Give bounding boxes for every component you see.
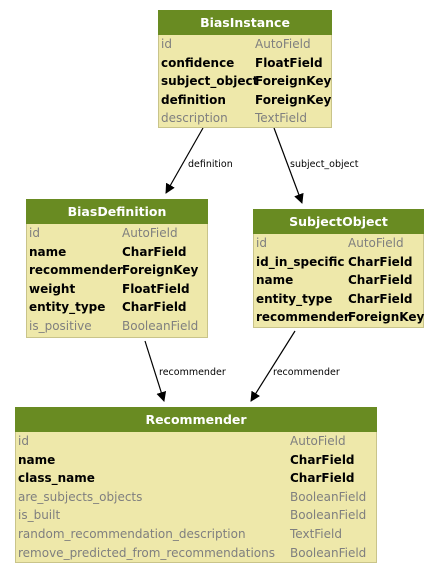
model-title: BiasInstance xyxy=(158,10,332,35)
edge-label-bias-definition-recommender: recommender xyxy=(159,367,226,378)
field-row-description: description TextField xyxy=(159,109,331,128)
field-name: name xyxy=(29,244,67,259)
field-name: is_positive xyxy=(29,318,92,333)
field-name: id_in_specific xyxy=(256,254,345,269)
field-name: random_recommendation_description xyxy=(18,526,246,541)
model-title: SubjectObject xyxy=(253,209,424,234)
field-row-id: id AutoField xyxy=(254,234,423,253)
edge-definition xyxy=(165,127,204,194)
field-name: class_name xyxy=(18,471,95,486)
field-row-entity-type: entity_type CharField xyxy=(27,298,207,317)
field-name: entity_type xyxy=(29,300,106,315)
field-name: name xyxy=(18,452,56,467)
field-row-is-positive: is_positive BooleanField xyxy=(27,317,207,336)
field-type: CharField xyxy=(290,452,355,467)
field-type: CharField xyxy=(348,291,413,306)
field-type: BooleanField xyxy=(122,318,199,333)
field-type: ForeignKey xyxy=(122,263,199,278)
field-type: AutoField xyxy=(348,236,404,250)
edge-label-subject-object-recommender: recommender xyxy=(273,367,340,378)
field-type: AutoField xyxy=(255,37,311,51)
field-name: definition xyxy=(161,92,226,107)
field-type: BooleanField xyxy=(290,545,367,560)
field-name: are_subjects_objects xyxy=(18,489,143,504)
field-type: TextField xyxy=(290,526,342,541)
edge-subject-object xyxy=(273,127,304,204)
field-type: FloatField xyxy=(255,55,323,70)
field-type: CharField xyxy=(122,300,187,315)
field-name: remove_predicted_from_recommendations xyxy=(18,545,275,560)
field-row-name: name CharField xyxy=(254,271,423,290)
field-row-are-subjects-objects: are_subjects_objects BooleanField xyxy=(16,488,376,507)
field-row-name: name CharField xyxy=(27,243,207,262)
field-type: AutoField xyxy=(122,226,178,240)
edge-label-subject-object: subject_object xyxy=(290,159,359,170)
field-row-class-name: class_name CharField xyxy=(16,469,376,488)
edge-label-definition: definition xyxy=(188,159,233,170)
field-name: entity_type xyxy=(256,291,333,306)
field-row-id: id AutoField xyxy=(16,432,376,451)
field-row-confidence: confidence FloatField xyxy=(159,54,331,73)
model-title: Recommender xyxy=(15,407,377,432)
field-type: FloatField xyxy=(122,281,190,296)
field-name: name xyxy=(256,273,294,288)
field-type: BooleanField xyxy=(290,489,367,504)
model-title: BiasDefinition xyxy=(26,199,208,224)
edge-bias-definition-recommender xyxy=(144,340,167,402)
field-type: AutoField xyxy=(290,434,346,448)
edge-subject-object-recommender xyxy=(250,330,296,402)
field-type: ForeignKey xyxy=(255,74,332,89)
field-row-id: id AutoField xyxy=(159,35,331,54)
field-row-id: id AutoField xyxy=(27,224,207,243)
field-row-weight: weight FloatField xyxy=(27,280,207,299)
field-name: weight xyxy=(29,281,76,296)
field-name: subject_object xyxy=(161,74,259,89)
field-type: ForeignKey xyxy=(255,92,332,107)
field-name: recommender xyxy=(29,263,123,278)
field-type: CharField xyxy=(348,273,413,288)
field-row-remove-predicted-from-recommendations: remove_predicted_from_recommendations Boo… xyxy=(16,544,376,563)
field-row-name: name CharField xyxy=(16,451,376,470)
field-type: TextField xyxy=(255,111,307,126)
field-name: confidence xyxy=(161,55,235,70)
field-row-is-built: is_built BooleanField xyxy=(16,506,376,525)
field-name: id xyxy=(18,434,29,448)
field-row-random-recommendation-description: random_recommendation_description TextFie… xyxy=(16,525,376,544)
field-name: id xyxy=(256,236,267,250)
field-name: id xyxy=(161,37,172,51)
field-type: BooleanField xyxy=(290,508,367,523)
field-name: is_built xyxy=(18,508,61,523)
field-name: recommender xyxy=(256,310,350,325)
field-row-definition: definition ForeignKey xyxy=(159,91,331,110)
field-type: CharField xyxy=(122,244,187,259)
field-row-entity-type: entity_type CharField xyxy=(254,290,423,309)
field-name: description xyxy=(161,111,228,126)
field-type: ForeignKey xyxy=(348,310,425,325)
field-type: CharField xyxy=(290,471,355,486)
field-type: CharField xyxy=(348,254,413,269)
model-bias-instance: BiasInstance id AutoField confidence FloatF… xyxy=(158,10,332,128)
field-name: id xyxy=(29,226,40,240)
